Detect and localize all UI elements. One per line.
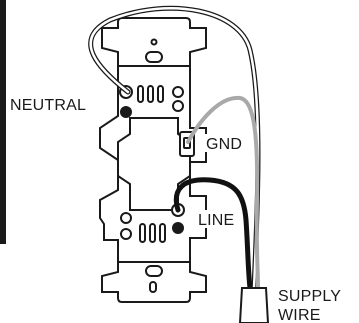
bottom-strap-slot xyxy=(145,265,163,277)
bottom-vent-slots xyxy=(139,223,166,243)
supply-label-line2: WIRE xyxy=(278,307,321,323)
bottom-left-screw-group xyxy=(120,212,132,240)
line-label-bg xyxy=(196,210,236,228)
top-mounting-strap xyxy=(101,17,207,67)
neutral-label-bg xyxy=(8,94,96,114)
neutral-label: NEUTRAL xyxy=(10,97,86,114)
line-wire xyxy=(173,177,253,291)
top-strap-slot xyxy=(145,51,163,63)
top-strap-hole xyxy=(150,38,158,46)
line-label: LINE xyxy=(198,212,234,229)
ground-wire xyxy=(186,95,260,290)
top-right-screw-group xyxy=(172,86,184,112)
ground-label-bg xyxy=(204,134,242,152)
left-edge-bar xyxy=(0,0,6,244)
supply-label-line1: SUPPLY xyxy=(278,288,341,305)
supply-cable-jacket xyxy=(238,287,270,323)
bottom-strap-hole xyxy=(149,281,157,293)
top-vent-slots xyxy=(137,85,164,103)
ground-label: GND xyxy=(206,136,242,153)
